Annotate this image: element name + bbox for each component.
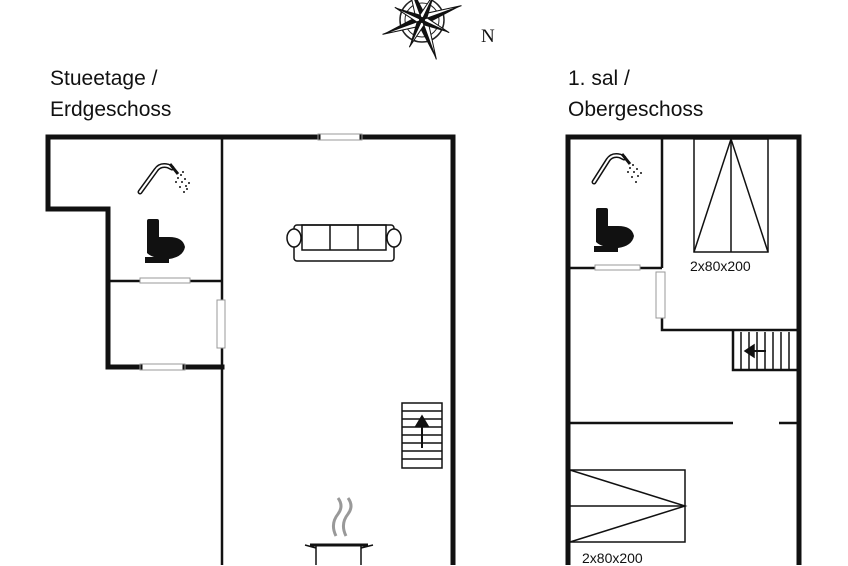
staircase-up-icon bbox=[401, 402, 443, 469]
shower-icon bbox=[137, 163, 190, 195]
compass-north-label: N bbox=[481, 26, 495, 47]
upper-shower-icon bbox=[591, 153, 642, 185]
toilet-icon bbox=[145, 219, 185, 263]
sofa-icon bbox=[286, 224, 402, 262]
bed-2-size-label: 2x80x200 bbox=[582, 550, 643, 566]
upper-floor-inner-walls bbox=[568, 137, 799, 425]
compass-rose-icon bbox=[382, 0, 462, 60]
bed-1-size-label: 2x80x200 bbox=[690, 258, 751, 274]
upper-staircase-icon bbox=[740, 332, 790, 370]
ground-floor-inner-walls bbox=[108, 137, 224, 565]
bed-icon bbox=[693, 136, 769, 253]
ground-floor-title-line1: Stueetage / bbox=[50, 67, 158, 90]
ground-floor-doors bbox=[139, 133, 363, 371]
ground-floor-walls bbox=[45, 134, 456, 565]
ground-floor-title-line2: Erdgeschoss bbox=[50, 98, 172, 121]
upper-floor-title-line1: 1. sal / bbox=[568, 67, 630, 90]
cooking-pot-icon bbox=[304, 497, 374, 565]
upper-floor-doors bbox=[594, 264, 666, 319]
upper-toilet-icon bbox=[594, 208, 634, 252]
upper-floor-walls bbox=[565, 134, 802, 565]
bed-icon-2 bbox=[569, 469, 688, 543]
upper-floor-title-line2: Obergeschoss bbox=[568, 98, 704, 121]
